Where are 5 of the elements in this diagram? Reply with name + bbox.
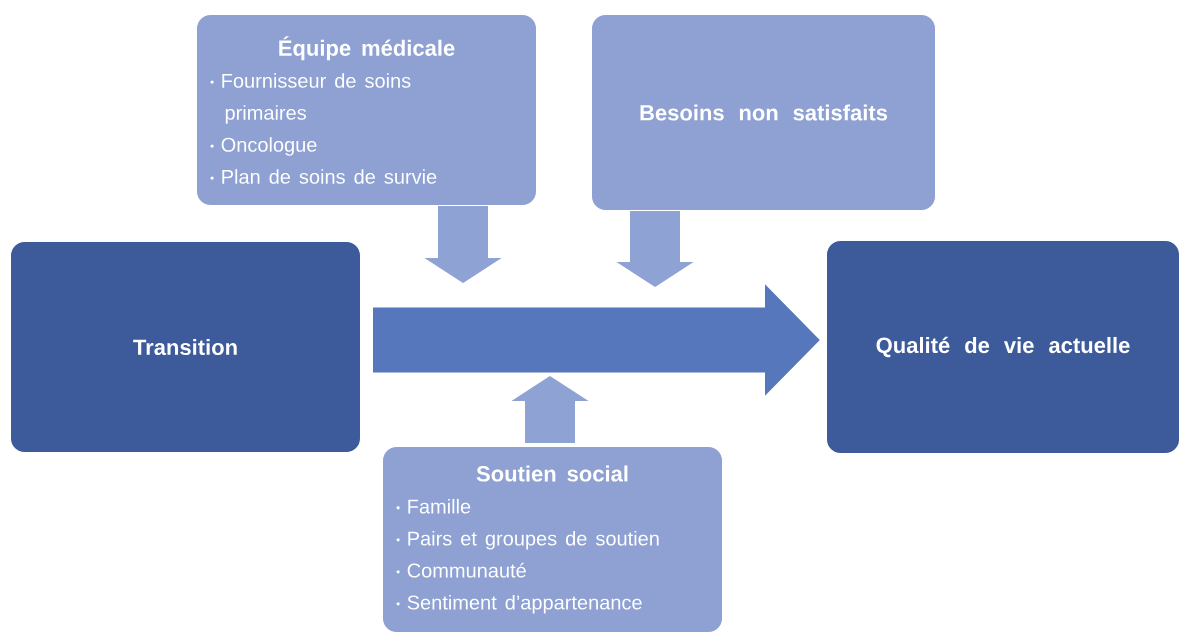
info-box: Équipe médicale Fournisseur de soins primaires Oncologue Plan de soins de survie	[196, 14, 537, 206]
stage-box: Qualité de vie actuelle	[826, 240, 1179, 454]
stage-box: Transition	[10, 241, 361, 453]
info-box: Soutien social Famille Pairs et groupes de soutien Communauté Sentiment d’appartenance	[382, 446, 723, 633]
info-box: Besoins non satisfaits	[591, 14, 936, 211]
